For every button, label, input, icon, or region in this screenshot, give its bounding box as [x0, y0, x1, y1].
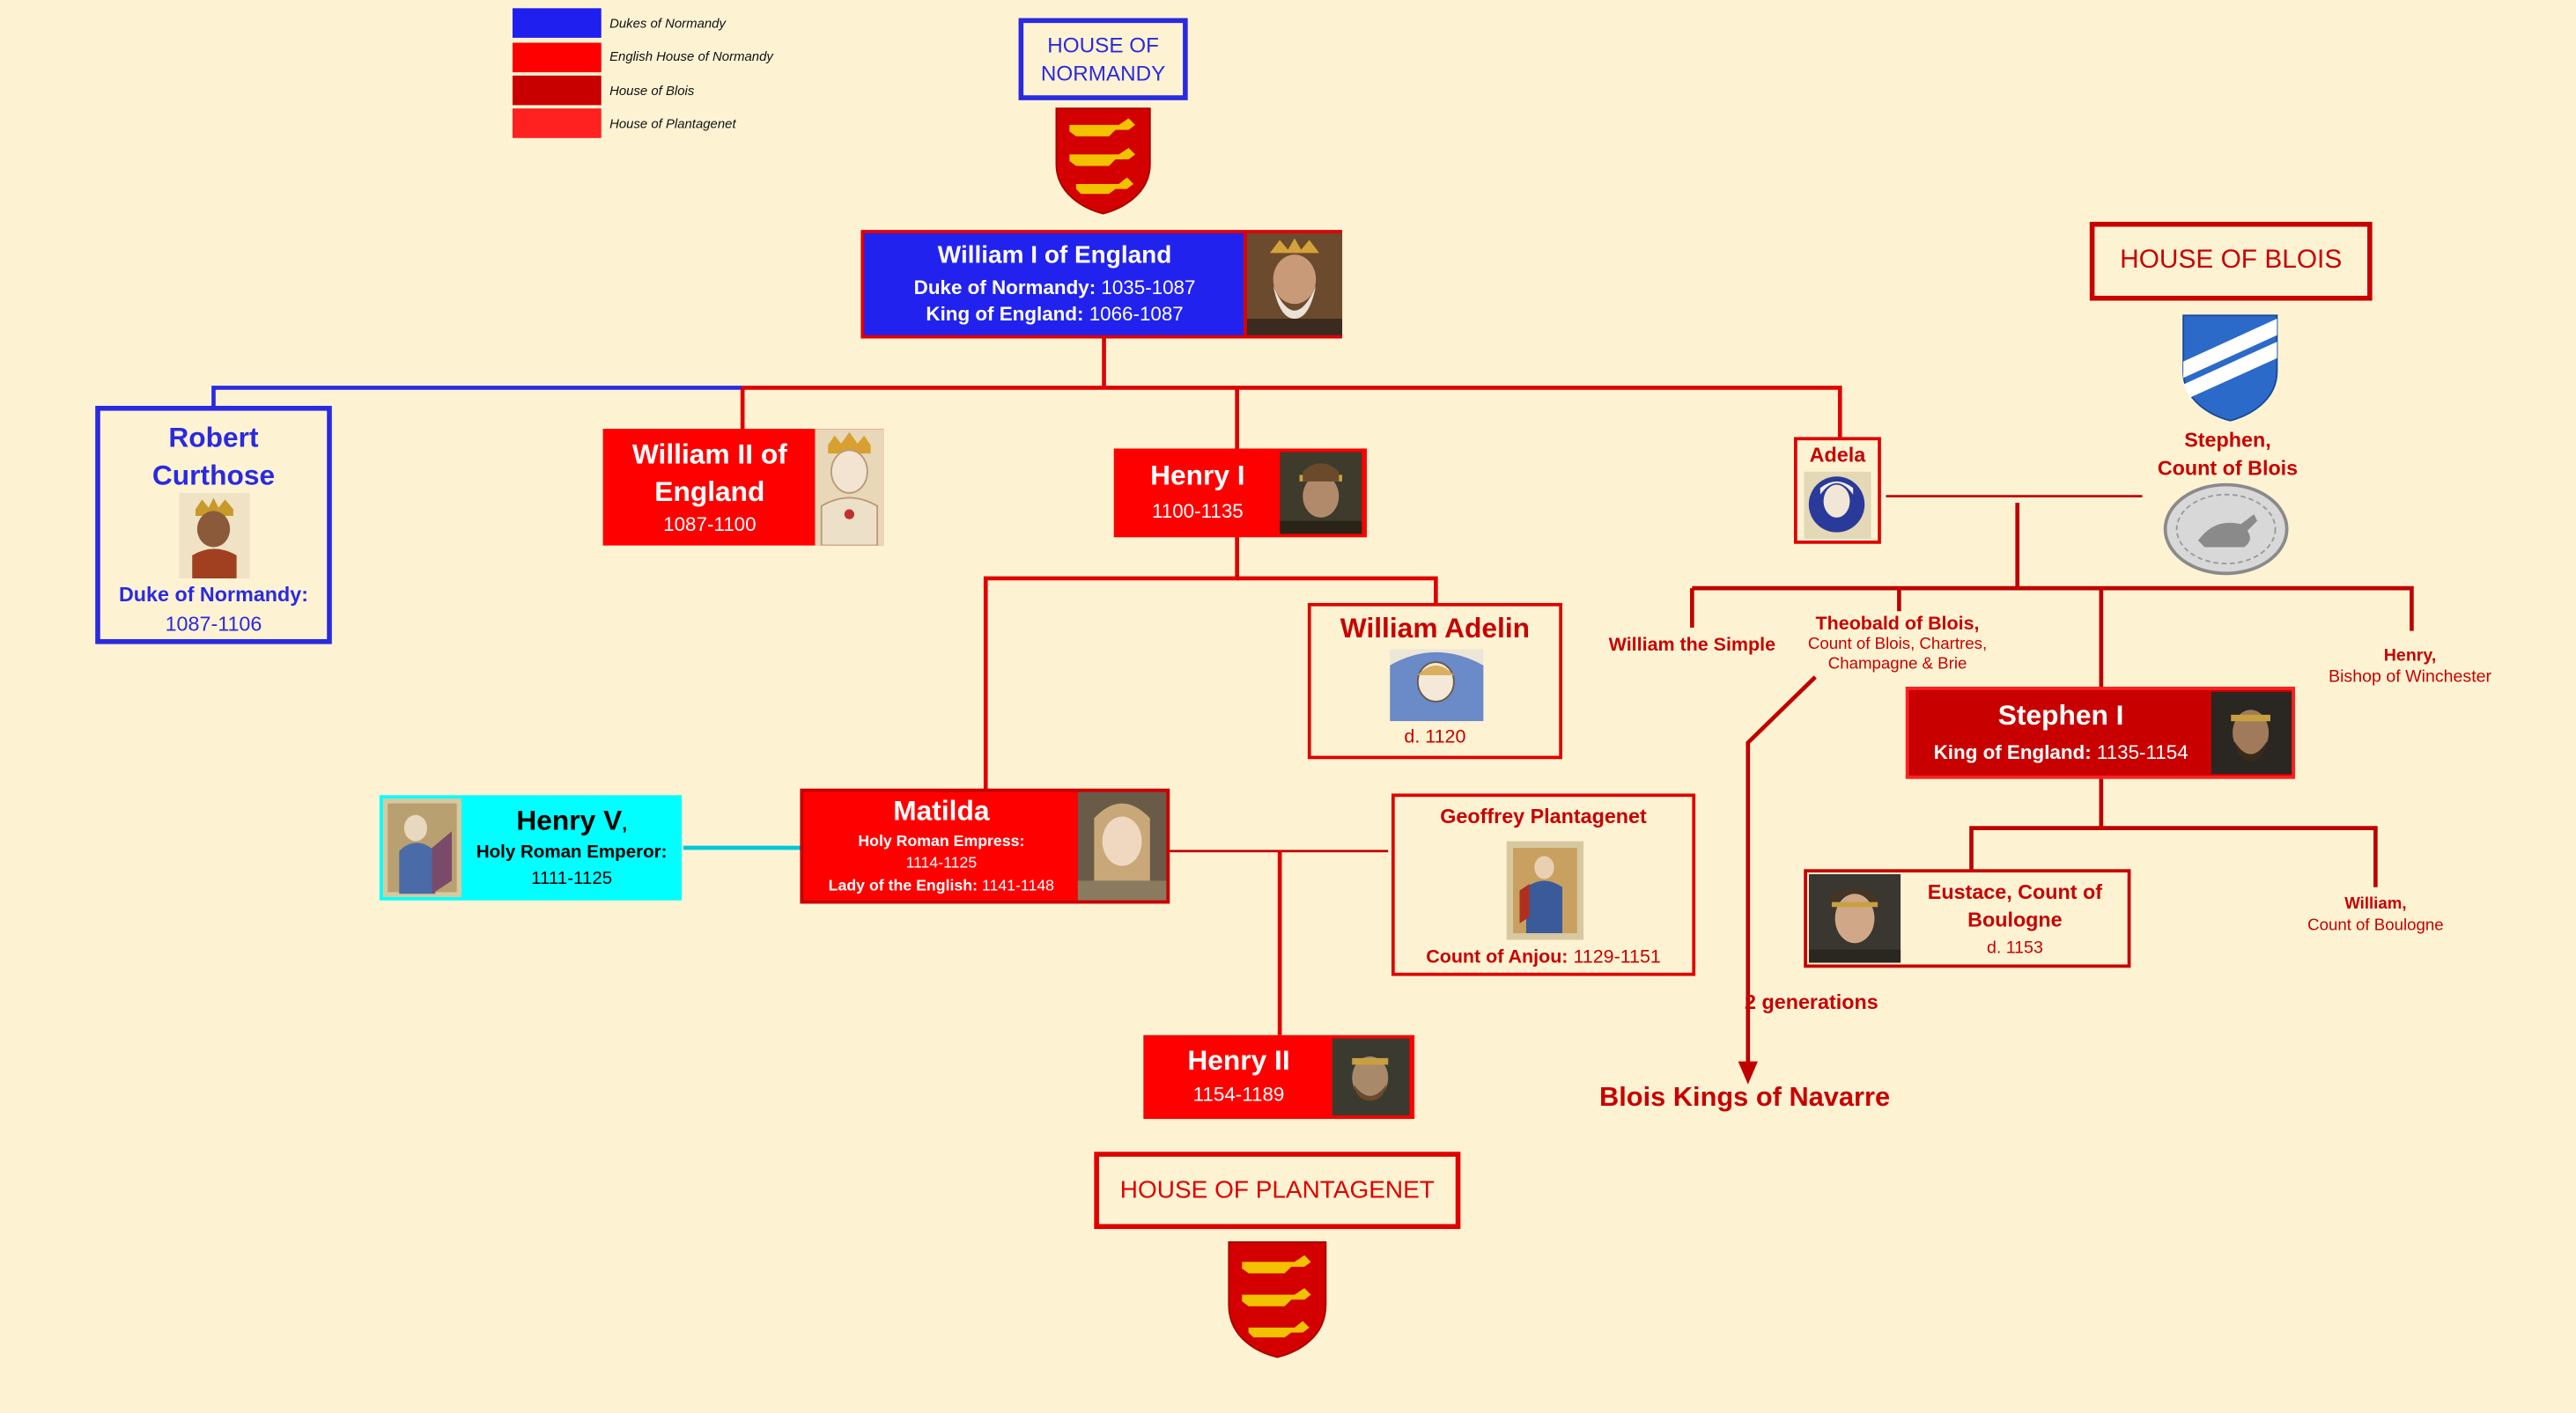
stephen-count-blois: Stephen,Count of Blois	[2157, 429, 2299, 480]
william-adelin-name: William Adelin	[1340, 613, 1531, 644]
matilda-name: Matilda	[893, 795, 990, 827]
normandy-lions-shield-icon	[1053, 105, 1154, 217]
house-normandy-line1: HOUSE OF	[1047, 33, 1159, 58]
william-i-name: William I of England	[937, 241, 1172, 270]
robert-title: Duke of Normandy:	[118, 583, 309, 607]
william-i-portrait	[1244, 233, 1343, 335]
eustace-death: d. 1153	[1986, 938, 2043, 959]
adela-name: Adela	[1809, 443, 1866, 467]
henry-v-card: Henry V, Holy Roman Emperor: 1111-1125	[379, 795, 683, 901]
adela-portrait	[1804, 471, 1871, 540]
henry-i-name: Henry I	[1150, 460, 1245, 492]
henry-i-card: Henry I 1100-1135	[1113, 448, 1368, 538]
henry-i-years: 1100-1135	[1151, 499, 1244, 523]
adela-card: Adela	[1794, 437, 1881, 544]
stephen-i-portrait	[2211, 691, 2292, 775]
blois-kings-navarre: Blois Kings of Navarre	[1598, 1082, 1891, 1113]
william-i-duke: Duke of Normandy: 1035-1087	[913, 276, 1196, 299]
house-blois-box: HOUSE OF BLOIS	[2089, 221, 2373, 301]
matilda-card: Matilda Holy Roman Empress: 1114-1125 La…	[800, 788, 1170, 904]
house-normandy-line2: NORMANDY	[1040, 61, 1166, 86]
geoffrey-portrait	[1506, 841, 1584, 940]
henry-v-portrait	[382, 798, 462, 897]
geoffrey-title: Count of Anjou: 1129-1151	[1426, 947, 1661, 968]
blois-shield-icon	[2180, 313, 2280, 424]
robert-portrait	[179, 492, 250, 578]
legend-swatch-blois	[513, 75, 602, 106]
stephen-i-card: Stephen I King of England: 1135-1154	[1905, 687, 2295, 779]
william-adelin-portrait	[1390, 649, 1484, 722]
legend-label-blois: House of Blois	[609, 84, 695, 99]
henry-bishop-winchester: Henry,Bishop of Winchester	[2329, 645, 2492, 688]
blois-seal-icon	[2162, 482, 2291, 577]
theobald-of-blois: Theobald of Blois,Count of Blois, Chartr…	[1807, 614, 1988, 674]
henry-ii-card: Henry II 1154-1189	[1143, 1034, 1415, 1119]
william-ii-years: 1087-1100	[663, 512, 757, 536]
william-i-card: William I of England Duke of Normandy: 1…	[860, 230, 1343, 339]
henry-v-years: 1111-1125	[531, 869, 613, 889]
legend-swatch-plantagenet	[513, 108, 602, 138]
stephen-i-name: Stephen I	[1997, 700, 2124, 732]
henry-v-title: Holy Roman Emperor:	[476, 843, 668, 863]
matilda-empress-years: 1114-1125	[905, 854, 978, 873]
william-i-king: King of England: 1066-1087	[926, 302, 1184, 326]
two-generations-label: 2 generations	[1745, 990, 1878, 1014]
henry-ii-portrait	[1332, 1038, 1410, 1116]
henry-v-name: Henry V,	[516, 805, 627, 836]
henry-ii-name: Henry II	[1187, 1044, 1290, 1077]
legend-swatch-english-normandy	[513, 42, 602, 73]
william-count-boulogne: William,Count of Boulogne	[2307, 895, 2444, 935]
eustace-portrait	[1808, 873, 1901, 963]
william-adelin-card: William Adelin d. 1120	[1307, 602, 1562, 760]
geoffrey-name: Geoffrey Plantagenet	[1440, 805, 1647, 828]
geoffrey-card: Geoffrey Plantagenet Count of Anjou: 112…	[1391, 793, 1696, 976]
plantagenet-lions-shield-icon	[1226, 1239, 1330, 1360]
legend-label-english-normandy: English House of Normandy	[609, 48, 773, 64]
house-normandy-box: HOUSE OF NORMANDY	[1018, 18, 1188, 100]
house-blois-label: HOUSE OF BLOIS	[2120, 246, 2343, 275]
legend-label-plantagenet: House of Plantagenet	[609, 116, 736, 132]
matilda-lady: Lady of the English: 1141-1148	[828, 877, 1055, 896]
matilda-empress-label: Holy Roman Empress:	[858, 833, 1025, 851]
william-the-simple: William the Simple	[1608, 636, 1776, 656]
henry-i-portrait	[1280, 452, 1362, 534]
house-plantagenet-label: HOUSE OF PLANTAGENET	[1119, 1176, 1435, 1204]
legend-swatch-dukes	[513, 8, 602, 38]
henry-ii-years: 1154-1189	[1192, 1082, 1285, 1107]
william-ii-portrait	[815, 429, 884, 546]
matilda-portrait	[1077, 791, 1167, 901]
robert-years: 1087-1106	[165, 613, 262, 637]
stephen-i-reign: King of England: 1135-1154	[1933, 740, 2188, 764]
house-plantagenet-box: HOUSE OF PLANTAGENET	[1094, 1152, 1461, 1229]
legend-label-dukes: Dukes of Normandy	[609, 16, 726, 32]
william-adelin-death: d. 1120	[1404, 727, 1466, 748]
